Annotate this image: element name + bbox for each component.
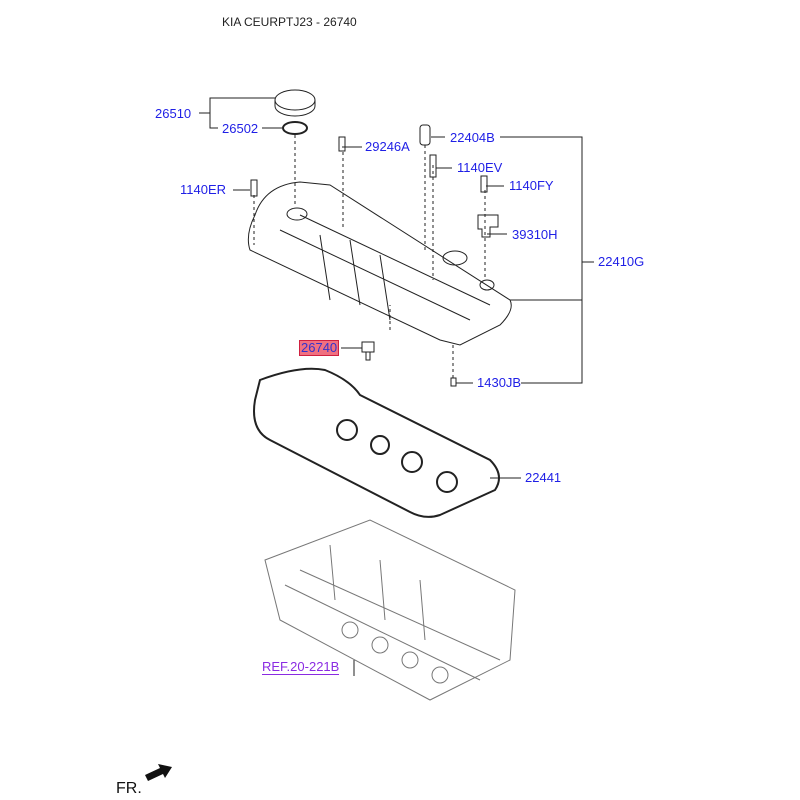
part-label-29246A[interactable]: 29246A (365, 139, 410, 154)
leader-22404B-bracket (431, 136, 583, 384)
part-label-39310H[interactable]: 39310H (512, 227, 558, 242)
front-arrow-icon (145, 764, 172, 781)
part-label-22441[interactable]: 22441 (525, 470, 562, 485)
reference-link[interactable]: REF.20-221B (262, 659, 340, 675)
leader-22410G (510, 261, 594, 301)
part-label-22404B[interactable]: 22404B (450, 130, 495, 145)
part-label-26502[interactable]: 26502 (222, 121, 259, 136)
cylinder-head-shape (264, 519, 516, 701)
part-label-26510[interactable]: 26510 (155, 106, 192, 121)
leader-26510-26502 (199, 97, 282, 129)
part-label-26740-highlighted[interactable]: 26740 (299, 340, 340, 356)
part-label-22410G[interactable]: 22410G (598, 254, 645, 269)
valve-cover-shape (247, 181, 512, 346)
part-label-1140EV[interactable]: 1140EV (457, 160, 503, 175)
gasket-shape (253, 367, 500, 518)
part-label-1140ER[interactable]: 1140ER (180, 182, 227, 197)
diagram-title: KIA CEURPTJ23 - 26740 (222, 15, 357, 29)
part-label-1430JB[interactable]: 1430JB (477, 375, 522, 390)
front-direction-label: FR. (116, 780, 142, 797)
part-label-1140FY[interactable]: 1140FY (509, 178, 554, 193)
oil-cap-shape (274, 89, 316, 111)
